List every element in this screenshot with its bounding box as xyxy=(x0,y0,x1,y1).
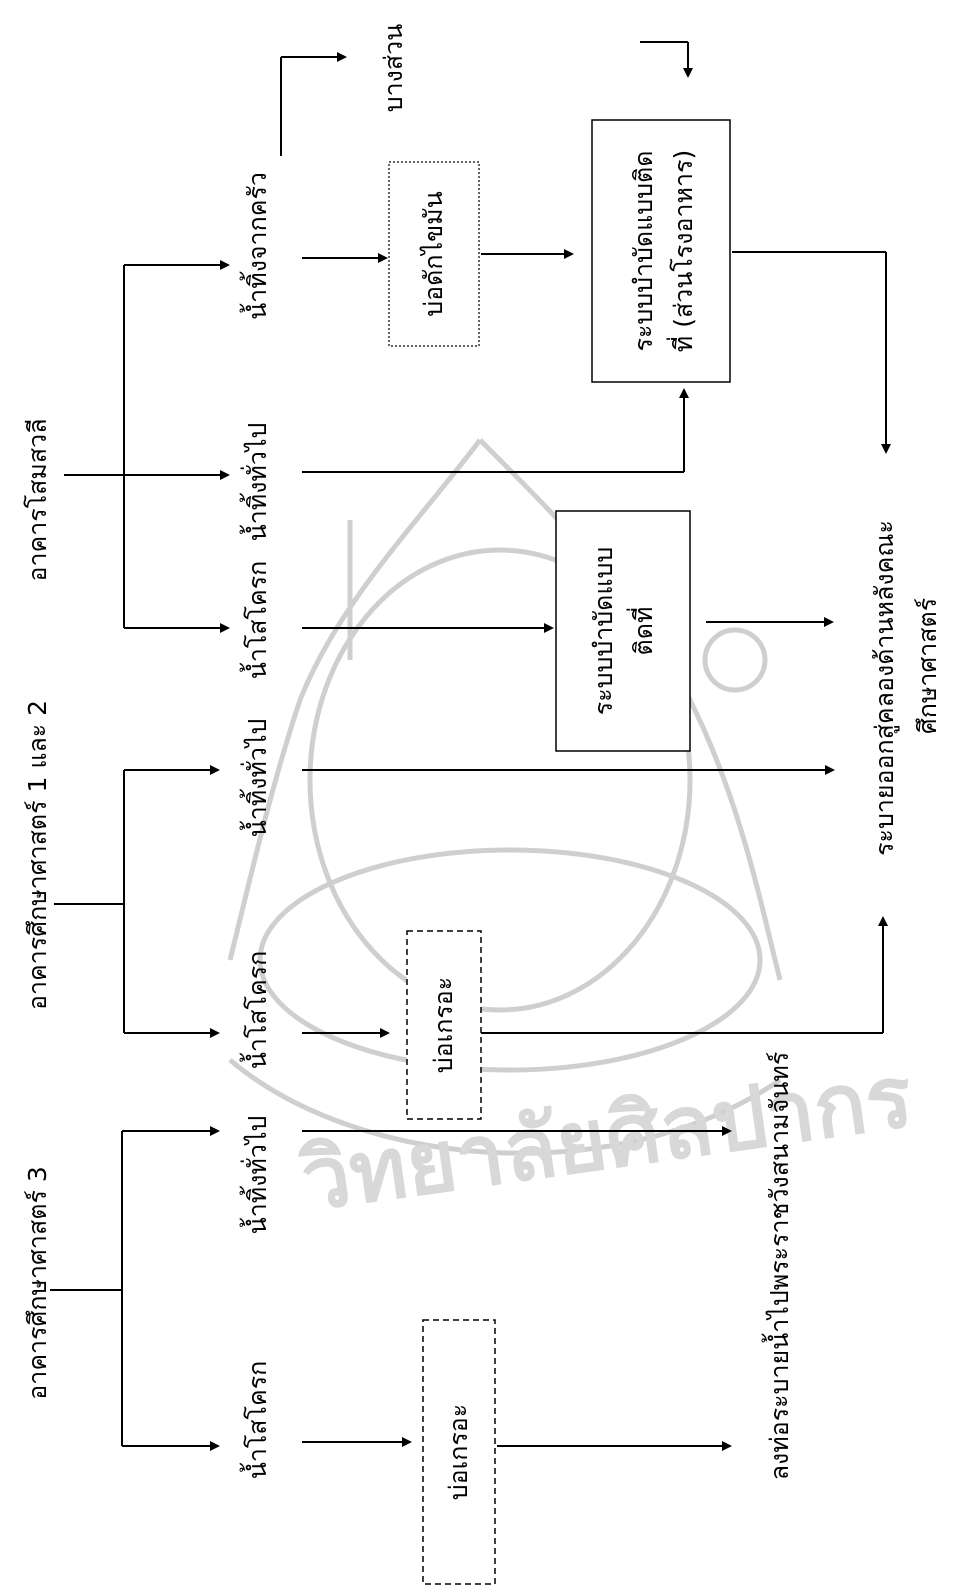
onsite-label-line1: ระบบบำบัดแบบ xyxy=(589,547,618,715)
onsite-box xyxy=(556,511,690,751)
building-somsawat-label: อาคารโสมสวลี xyxy=(23,418,52,581)
flow-general-label-1: น้ำทิ้งทั่วไป xyxy=(239,423,272,542)
destination-canal-label-line2: ศึกษาศาสตร์ xyxy=(913,598,942,734)
septic-label-2: บ่อเกรอะ xyxy=(444,1404,473,1500)
onsite-canteen-box xyxy=(592,120,730,382)
grease-trap-label: บ่อดักไขมัน xyxy=(419,191,448,317)
branch-sci12 xyxy=(54,770,218,1033)
flow-kitchen-label: น้ำทิ้งจากครัว xyxy=(239,172,272,320)
destination-drain-label: ลงท่อระบายน้ำไปพระราชวังสนามจันทร์ xyxy=(761,1052,794,1481)
onsite-label-line2: ติดที่ xyxy=(626,607,658,656)
destination-canal-label-line1: ระบายออกสู่คลองด้านหลังคณะ xyxy=(870,520,900,856)
flow-general-label-3: น้ำทิ้งทั่วไป xyxy=(239,1116,272,1235)
flow-sewage-label-1: น้ำโสโครก xyxy=(239,561,272,680)
flow-general-label-2: น้ำทิ้งทั่วไป xyxy=(239,719,272,838)
watermark-text: วิทยาลัยศิลปากร xyxy=(294,1046,919,1231)
onsite-canteen-label-line2: ที่ (ส่วนโรงอาหาร) xyxy=(666,150,698,352)
onsite-canteen-label-line1: ระบบบำบัดแบบติด xyxy=(629,151,658,352)
branch-somsawat xyxy=(64,265,228,628)
septic-label-1: บ่อเกรอะ xyxy=(429,977,458,1073)
destination-garden-label: บางส่วน xyxy=(379,24,408,113)
building-sci12-label: อาคารศึกษาศาสตร์ 1 และ 2 xyxy=(23,700,52,1010)
branch-sci3 xyxy=(50,1131,218,1446)
building-sci3-label: อาคารศึกษาศาสตร์ 3 xyxy=(23,1166,52,1399)
flow-sewage-label-3: น้ำโสโครก xyxy=(239,1361,272,1480)
flow-sewage-label-2: น้ำโสโครก xyxy=(239,951,272,1070)
